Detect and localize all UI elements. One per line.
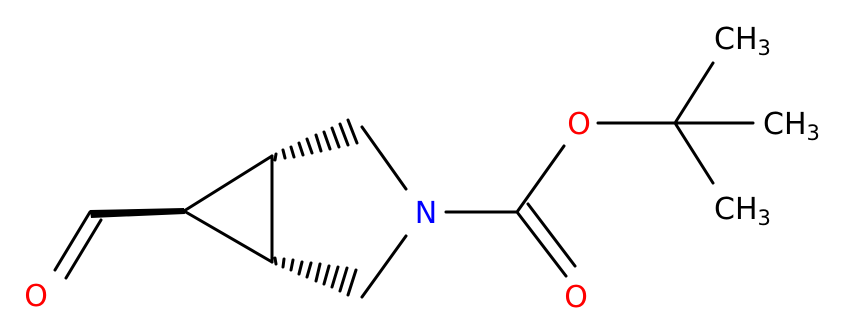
methyl-right-label: CH3 — [763, 107, 820, 145]
methyl-bottom-sub: 3 — [758, 206, 771, 230]
carbonyl-bond-2 — [526, 202, 577, 268]
tbu-methyl-bottom-bond — [673, 121, 715, 185]
hash-bond-bottom — [273, 256, 358, 297]
hash-bond-top — [273, 118, 359, 162]
methyl-top-label: CH3 — [714, 22, 771, 60]
tbu-methyl-top-bond — [673, 61, 715, 125]
ring-bond-bottom-to-n — [360, 234, 408, 299]
methyl-top-ch: CH — [714, 22, 758, 57]
cyclopropane-bond-top — [182, 154, 274, 213]
methyl-bottom-label: CH3 — [714, 192, 771, 230]
aldehyde-co-bond-2 — [53, 210, 92, 272]
cyclopropane-bond-bottom — [182, 209, 274, 264]
aldehyde-co-bond-1 — [64, 218, 103, 280]
methyl-bottom-ch: CH — [714, 192, 758, 227]
ring-bond-top-to-n — [360, 125, 408, 191]
nitrogen-atom-label: N — [415, 196, 437, 231]
methyl-right-ch: CH — [763, 107, 807, 142]
carbonyl-bond-1 — [515, 210, 568, 278]
methyl-top-sub: 3 — [758, 36, 771, 60]
wedge-bond-cho — [90, 208, 185, 218]
aldehyde-oxygen-label: O — [24, 279, 48, 314]
ester-oxygen-label: O — [567, 107, 591, 142]
carbonyl-ester-bond — [515, 144, 566, 214]
carbonyl-oxygen-label: O — [564, 280, 588, 315]
methyl-right-sub: 3 — [807, 121, 820, 145]
